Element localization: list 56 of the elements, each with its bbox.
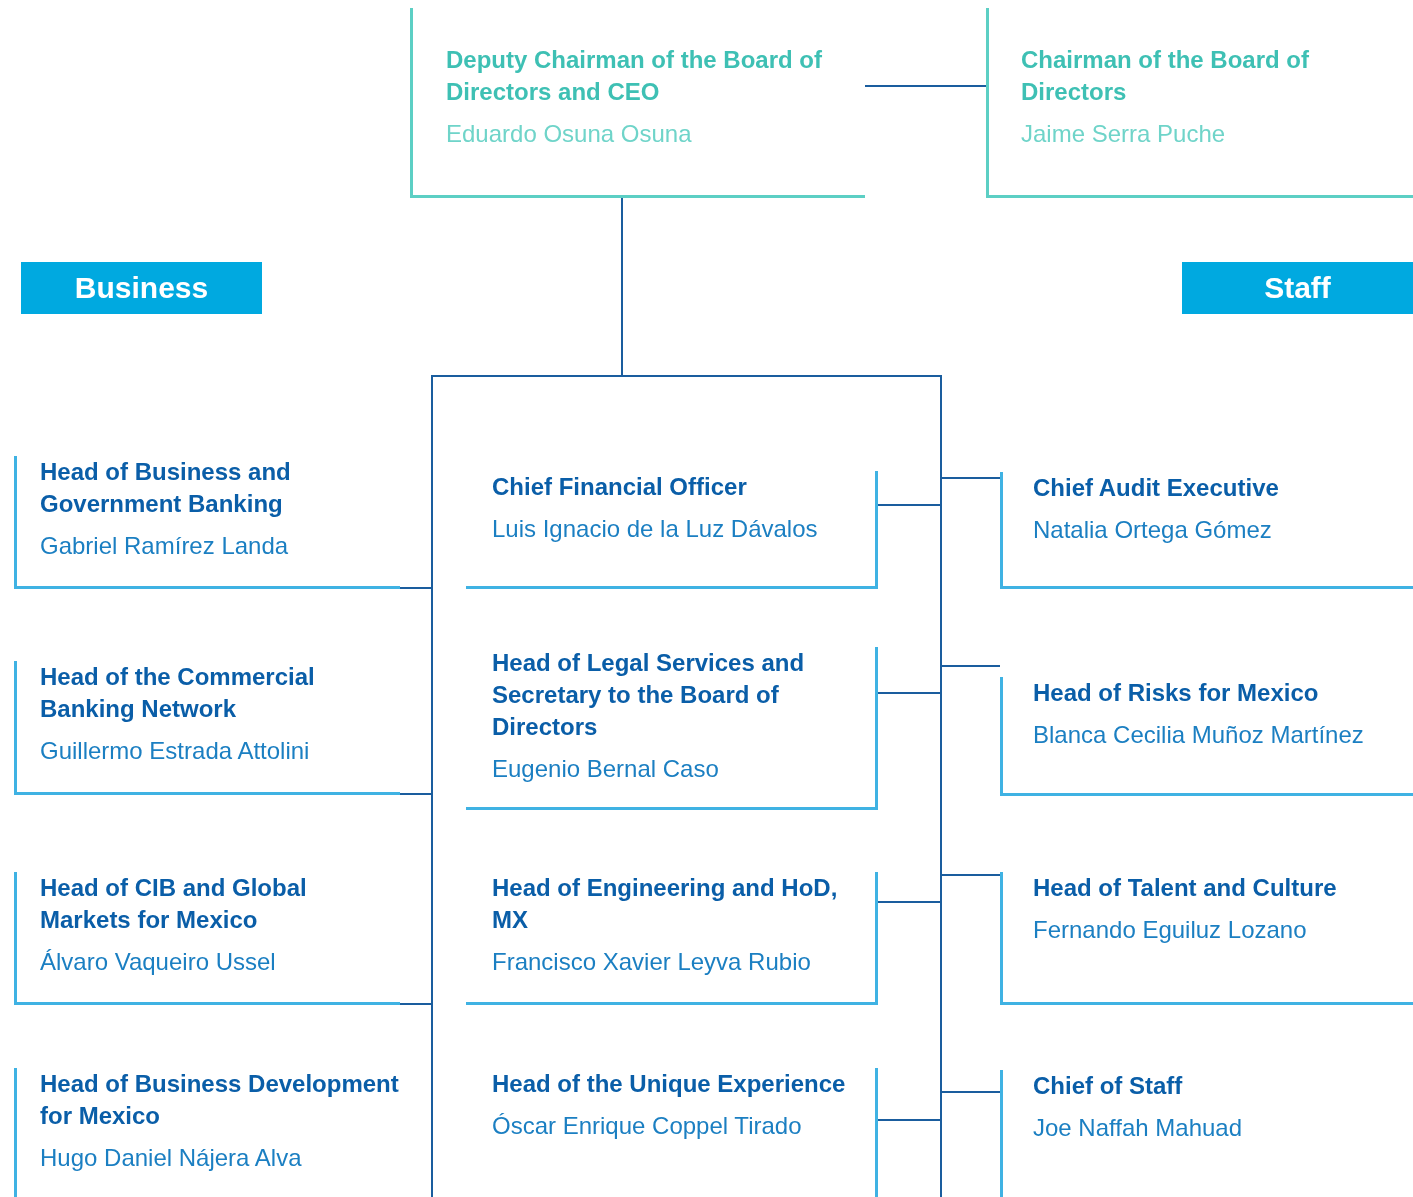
job-title: Head of CIB and Global Markets for Mexico — [40, 873, 308, 935]
person-name: Luis Ignacio de la Luz Dávalos — [492, 514, 819, 544]
org-chart-box — [14, 456, 400, 589]
connector-line — [877, 692, 942, 694]
job-title: Head of Business Development for Mexico — [40, 1069, 400, 1131]
connector-line — [941, 874, 1001, 876]
person-name: Natalia Ortega Gómez — [1033, 515, 1273, 545]
job-title: Chief of Staff — [1033, 1071, 1184, 1101]
connector-line — [877, 1119, 942, 1121]
person-name: Óscar Enrique Coppel Tirado — [492, 1111, 803, 1141]
job-title: Head of Business and Government Banking — [40, 457, 292, 519]
person-name: Eugenio Bernal Caso — [492, 754, 720, 784]
org-chart-box — [1000, 872, 1413, 1005]
connector-line — [864, 85, 987, 87]
connector-line — [621, 197, 623, 376]
org-chart-box — [466, 647, 878, 810]
job-title: Head of the Unique Experience — [492, 1069, 847, 1099]
person-name: Jaime Serra Puche — [1021, 119, 1227, 149]
job-title: Head of Legal Services and Secretary to the Board of Directors — [492, 648, 806, 742]
job-title: Head of Talent and Culture — [1033, 873, 1338, 903]
org-chart-box — [1000, 472, 1413, 589]
connector-line — [399, 793, 432, 795]
connector-line — [941, 1091, 1001, 1093]
person-name: Fernando Eguiluz Lozano — [1033, 915, 1308, 945]
job-title: Head of Engineering and HoD, MX — [492, 873, 839, 935]
frame-box — [431, 375, 942, 1197]
person-name: Eduardo Osuna Osuna — [446, 119, 693, 149]
org-chart-box — [14, 1068, 400, 1197]
job-title: Head of Risks for Mexico — [1033, 678, 1320, 708]
job-title: Chief Financial Officer — [492, 472, 748, 502]
job-title: Head of the Commercial Banking Network — [40, 662, 316, 724]
person-name: Gabriel Ramírez Landa — [40, 531, 290, 561]
org-chart-box — [1000, 677, 1413, 796]
person-name: Guillermo Estrada Attolini — [40, 736, 311, 766]
section-banner: Business — [21, 262, 262, 314]
person-name: Joe Naffah Mahuad — [1033, 1113, 1244, 1143]
connector-line — [877, 901, 942, 903]
person-name: Álvaro Vaqueiro Ussel — [40, 947, 277, 977]
connector-line — [941, 665, 1001, 667]
connector-line — [877, 504, 942, 506]
org-chart-box — [410, 8, 865, 198]
connector-line — [399, 587, 432, 589]
connector-line — [399, 1003, 432, 1005]
person-name: Francisco Xavier Leyva Rubio — [492, 947, 812, 977]
org-chart-box — [986, 8, 1413, 198]
org-chart-box — [466, 872, 878, 1005]
person-name: Hugo Daniel Nájera Alva — [40, 1143, 303, 1173]
section-banner: Staff — [1182, 262, 1413, 314]
org-chart-box — [466, 471, 878, 589]
job-title: Deputy Chairman of the Board of Directors and CEO — [446, 45, 824, 107]
job-title: Chairman of the Board of Directors — [1021, 45, 1310, 107]
org-chart-box — [14, 661, 400, 795]
job-title: Chief Audit Executive — [1033, 473, 1280, 503]
person-name: Blanca Cecilia Muñoz Martínez — [1033, 720, 1365, 750]
connector-line — [941, 477, 1001, 479]
org-chart-box — [14, 872, 400, 1005]
